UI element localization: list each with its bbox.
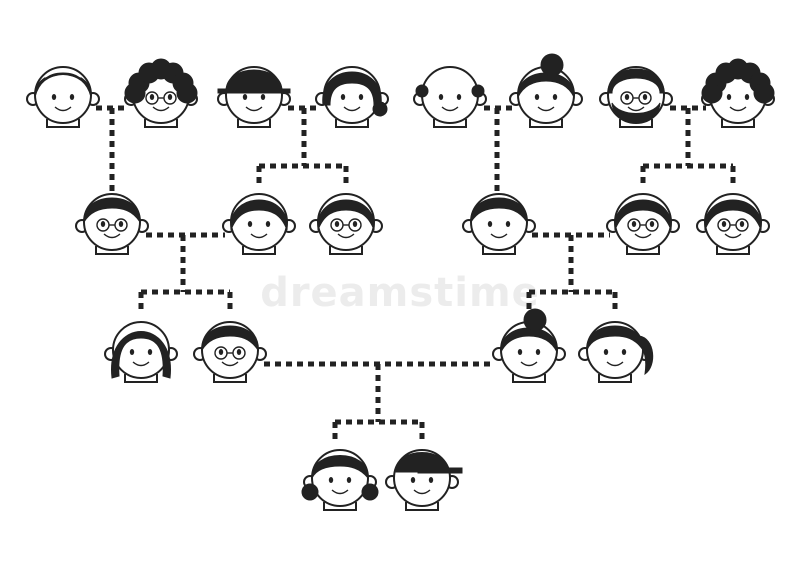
woman-glasses-icon	[696, 193, 770, 255]
woman-curly-icon	[701, 58, 775, 128]
old-man-bald-icon	[413, 66, 487, 128]
woman-ponytail-icon	[578, 321, 654, 383]
woman-short-hair-icon	[222, 193, 296, 255]
woman-glasses-icon	[606, 193, 680, 255]
man-short-hair-icon	[462, 193, 536, 255]
woman-glasses-icon	[309, 193, 383, 255]
woman-bob-icon	[315, 66, 389, 128]
old-man-beard-glasses-icon	[599, 66, 673, 128]
tree-connectors	[96, 105, 736, 444]
man-glasses-icon	[75, 193, 149, 255]
woman-bun-icon	[492, 308, 566, 383]
woman-long-hair-icon	[104, 321, 178, 383]
grandfather-bald-icon	[26, 66, 100, 128]
grandmother-curly-glasses-icon	[124, 58, 198, 128]
girl-pigtails-icon	[301, 449, 379, 511]
man-glasses-icon	[193, 321, 267, 383]
boy-cap-icon	[385, 449, 463, 511]
family-members	[26, 53, 775, 511]
old-woman-bun-icon	[509, 53, 583, 128]
man-cap-icon	[217, 66, 291, 128]
